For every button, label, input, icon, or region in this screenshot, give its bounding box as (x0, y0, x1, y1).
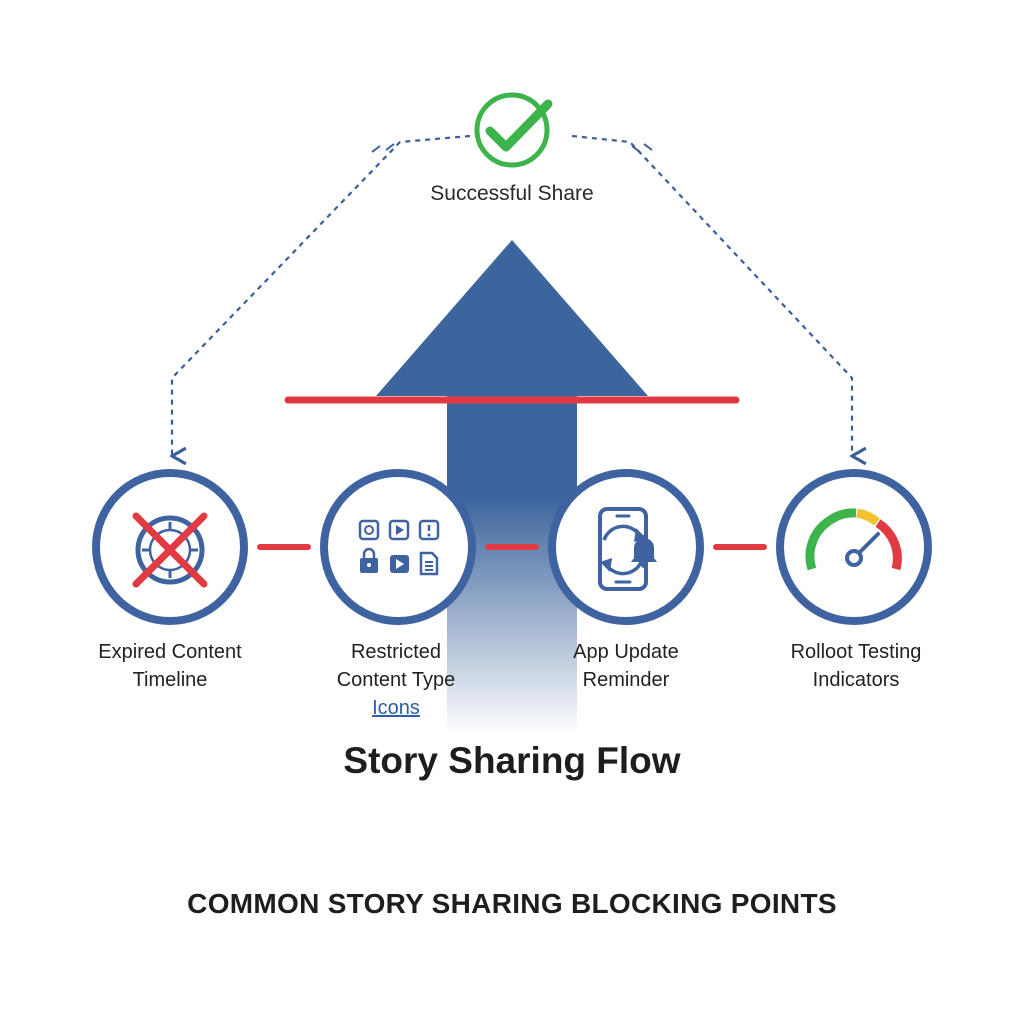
check-circle-icon (474, 92, 553, 168)
flow-title: Story Sharing Flow (343, 740, 681, 781)
feedback-path-left (172, 134, 471, 456)
icons-link[interactable]: Icons (372, 697, 420, 719)
crossed-clock-icon (132, 512, 208, 588)
label-rollout-testing: Rolloot Testing Indicators (746, 638, 966, 694)
label-expired-content: Expired Content Timeline (60, 638, 280, 694)
bell-icon (631, 535, 657, 568)
path-break-marks (371, 143, 653, 153)
camera-icon (358, 519, 380, 541)
label-line: Timeline (132, 669, 208, 691)
label-line: App Update (573, 641, 679, 663)
footer-title: COMMON STORY SHARING BLOCKING POINTS (187, 888, 837, 919)
video-icon (388, 519, 410, 541)
document-icon (419, 551, 439, 576)
gauge-icon (805, 508, 902, 571)
feedback-path-right (571, 134, 852, 456)
successful-share-label: Successful Share (430, 182, 594, 205)
label-line: Content Type (336, 669, 456, 691)
label-line: Expired Content (98, 641, 242, 663)
flow-arrow-head (376, 240, 648, 396)
restricted-media-icons (358, 519, 440, 576)
play-icon (390, 555, 409, 573)
lock-icon (360, 547, 378, 573)
label-restricted-content: Restricted Content Type Icons (286, 638, 506, 722)
label-line: Rolloot Testing (790, 641, 922, 663)
label-line: Restricted (350, 641, 442, 663)
label-line: Indicators (812, 669, 900, 691)
label-line: Reminder (582, 669, 670, 691)
label-app-update: App Update Reminder (516, 638, 736, 694)
phone-update-bell-icon (598, 507, 657, 591)
more-icon (418, 519, 440, 541)
